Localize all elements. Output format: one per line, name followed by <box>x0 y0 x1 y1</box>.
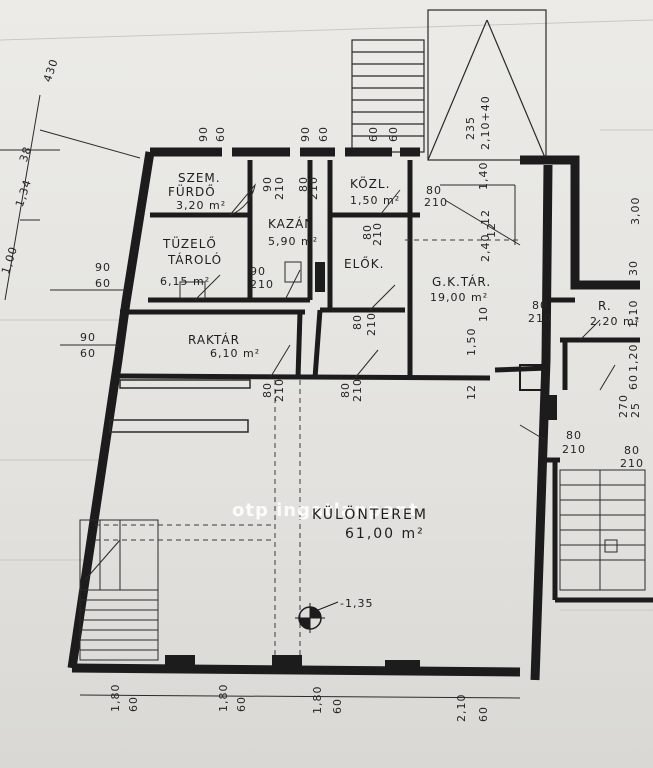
room-kozl-area: 1,50 m² <box>350 194 401 207</box>
dim-270: 270 <box>617 394 630 418</box>
dim-left-60b: 60 <box>80 347 96 360</box>
dim-door-210b: 210 <box>307 176 320 200</box>
dim-150: 1,50 <box>465 327 478 357</box>
dim-door-90c: 90 <box>250 265 266 278</box>
dim-door-210e: 210 <box>371 222 384 246</box>
outer-walls <box>67 147 640 681</box>
dim-door-80g: 80 <box>532 299 548 312</box>
wall-piers <box>165 262 557 674</box>
room-tuzelo-area: 6,15 m² <box>160 275 211 288</box>
dim-top-90b: 90 <box>299 126 312 142</box>
room-raktar-area: 6,10 m² <box>210 347 261 360</box>
dim-bottom-180b: 1,80 <box>217 683 230 713</box>
level-marker-label: -1,35 <box>340 597 374 610</box>
dim-bottom-180a: 1,80 <box>109 683 122 713</box>
dim-bottom-60c: 60 <box>331 698 344 714</box>
room-gk-tar-name: G.K.TÁR. <box>432 275 492 289</box>
dim-left-90a: 90 <box>95 261 111 274</box>
dim-top-210-40: 2,10+40 <box>479 95 492 150</box>
dim-bottom-180c: 1,80 <box>311 685 324 715</box>
dim-60: 60 <box>627 374 640 390</box>
room-kulonterem-name: KÜLÖNTEREM <box>312 507 428 523</box>
dim-10: 10 <box>477 306 490 322</box>
dim-door-80i: 80 <box>261 382 274 398</box>
dim-door-210d: 210 <box>250 278 274 291</box>
room-szem-furdo-line2: FÜRDŐ <box>168 185 216 199</box>
dim-door-210b2: 210 <box>620 457 644 470</box>
dim-300: 3,00 <box>629 196 642 226</box>
dim-top-60a: 60 <box>214 126 227 142</box>
room-kozl-name: KÖZL. <box>350 177 391 191</box>
watermark-logo: otp ingatlanpont <box>232 500 419 521</box>
dim-bottom-60d: 60 <box>477 706 490 722</box>
dim-top-60c: 60 <box>367 126 380 142</box>
dim-door-210k: 210 <box>351 378 364 402</box>
room-raktar-name: RAKTÁR <box>188 333 240 347</box>
dashed-beams <box>95 239 520 660</box>
room-elok-name: ELŐK. <box>344 257 385 271</box>
dim-110: 1,10 <box>627 299 640 329</box>
room-r-name: R. <box>598 299 612 313</box>
dim-120: 1,20 <box>627 343 640 373</box>
interior-stairs-right <box>559 469 646 591</box>
dim-top-60b: 60 <box>317 126 330 142</box>
dim-bottom-210: 2,10 <box>455 693 468 723</box>
dim-bottom-60b: 60 <box>235 696 248 712</box>
interior-stairs-left <box>79 519 159 661</box>
inner-walls <box>117 160 653 603</box>
fixtures <box>179 261 618 553</box>
room-kazan-name: KAZÁN <box>268 217 315 231</box>
wall-shelves <box>109 379 251 433</box>
room-szem-furdo-line1: SZEM. <box>178 171 221 185</box>
entrance-stairs <box>351 9 547 161</box>
dim-door-80b2: 80 <box>624 444 640 457</box>
dim-door-80b1: 80 <box>566 429 582 442</box>
dim-door-90a: 90 <box>261 176 274 192</box>
room-szem-furdo-area: 3,20 m² <box>176 199 227 212</box>
dim-door-80f: 80 <box>351 314 364 330</box>
dim-12c: 12 <box>465 384 478 400</box>
dim-door-80k: 80 <box>339 382 352 398</box>
room-tuzelo-line1: TÜZELŐ <box>163 237 217 251</box>
room-kulonterem-area: 61,00 m² <box>345 526 425 542</box>
dim-140: 1,40 <box>477 161 490 191</box>
dim-door-80b: 80 <box>426 184 442 197</box>
dim-door-210c: 210 <box>424 196 448 209</box>
room-kazan-area: 5,90 m² <box>268 235 319 248</box>
dim-bottom-60a: 60 <box>127 696 140 712</box>
room-tuzelo-line2: TÁROLÓ <box>168 253 223 267</box>
door-swings <box>194 183 616 441</box>
dim-door-210i: 210 <box>273 378 286 402</box>
room-r-area: 2,20 m² <box>590 315 641 328</box>
dim-door-210f: 210 <box>365 312 378 336</box>
background-sheet-lines <box>0 19 653 611</box>
dim-top-90a: 90 <box>197 126 210 142</box>
room-gk-tar-area: 19,00 m² <box>430 291 489 304</box>
dim-12b: 12 <box>485 222 498 238</box>
dim-30: 30 <box>627 260 640 276</box>
dim-door-210a: 210 <box>273 176 286 200</box>
dim-left-60a: 60 <box>95 277 111 290</box>
dim-door-210g: 210 <box>528 312 552 325</box>
dim-door-210b1: 210 <box>562 443 586 456</box>
dim-top-235: 235 <box>464 116 477 140</box>
level-marker-symbol <box>295 601 339 633</box>
dim-left-90b: 90 <box>80 331 96 344</box>
dim-25: 25 <box>629 402 642 418</box>
dim-top-60d: 60 <box>387 126 400 142</box>
dimension-lines <box>0 94 521 699</box>
